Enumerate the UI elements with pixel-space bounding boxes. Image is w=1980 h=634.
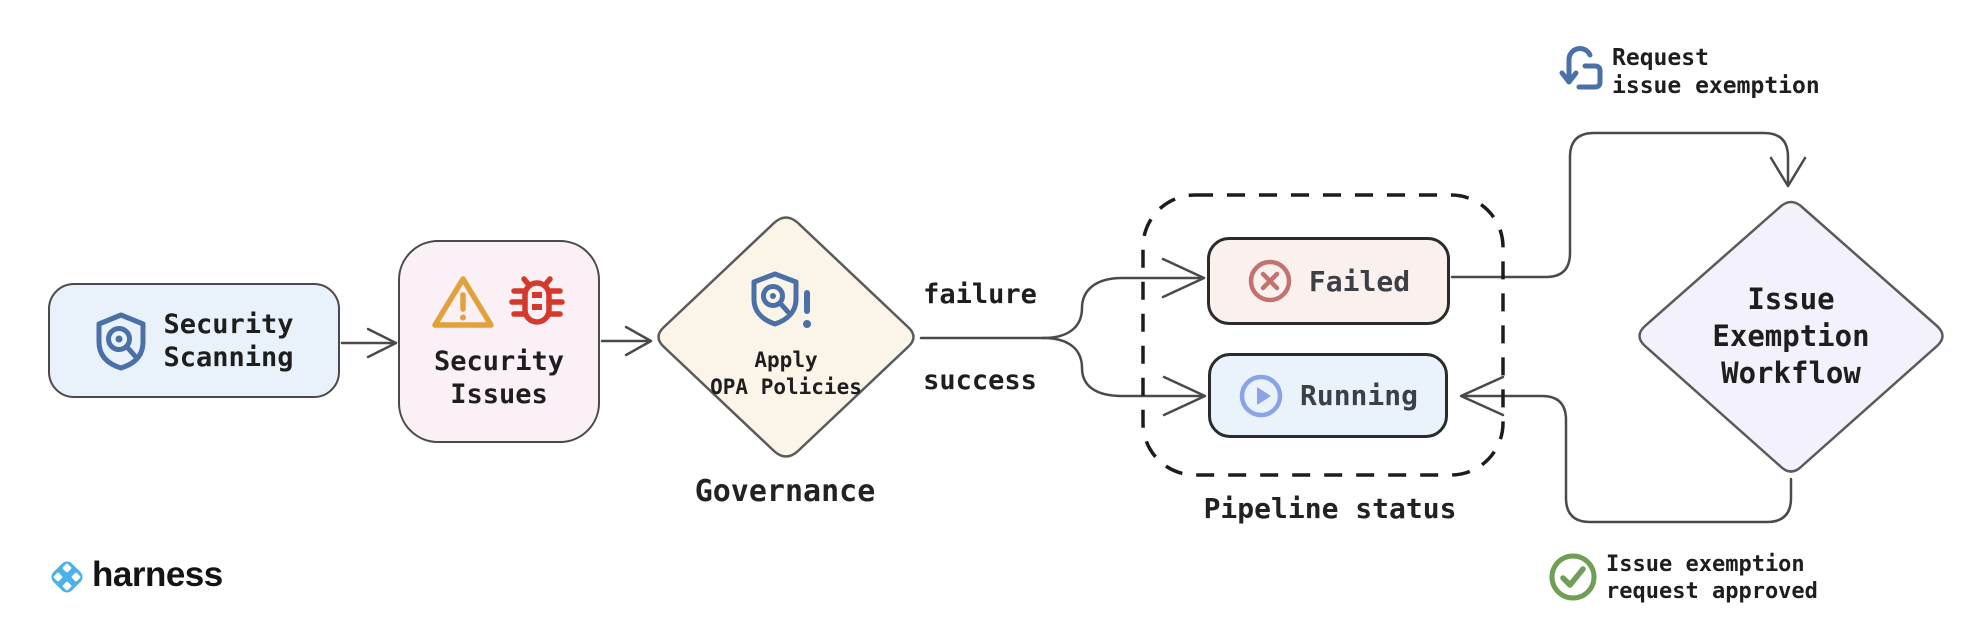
edge-label-success: success — [923, 365, 1037, 396]
edge-failure-branch — [1041, 276, 1202, 340]
annotation-line: Issue exemption — [1606, 552, 1805, 577]
request-exemption-annotation: Request issue exemption — [1612, 44, 1820, 100]
issues-icon-row — [430, 273, 568, 331]
arrowhead-icon — [1459, 375, 1505, 417]
node-label: Issue — [1747, 281, 1835, 316]
annotation-line: Request — [1612, 45, 1709, 71]
harness-logo-icon — [51, 561, 83, 593]
circle-check-icon — [1549, 553, 1597, 601]
arrowhead-icon — [1162, 375, 1207, 417]
opa-diamond-shape — [657, 216, 915, 458]
annotation-line: issue exemption — [1612, 73, 1820, 99]
edge-label-failure: failure — [923, 279, 1037, 310]
exemption-approved-annotation: Issue exemption request approved — [1606, 551, 1818, 605]
shield-search-alert-icon — [751, 271, 811, 328]
annotation-line: request approved — [1606, 579, 1818, 604]
circle-play-icon — [1239, 374, 1283, 417]
node-label: Workflow — [1721, 355, 1861, 390]
node-label: OPA Policies — [710, 374, 862, 399]
node-label: Issues — [450, 378, 548, 410]
bug-icon — [509, 275, 565, 325]
node-label: Exemption — [1712, 318, 1870, 353]
edge-success-branch — [1041, 336, 1203, 398]
governance-caption: Governance — [694, 474, 876, 509]
node-security-scanning: Security Scanning — [48, 283, 340, 398]
node-security-issues: Security Issues — [398, 240, 600, 443]
arrowhead-icon — [624, 325, 653, 357]
pipeline-status-group-border — [1141, 193, 1505, 477]
arrowhead-icon — [366, 327, 398, 359]
node-apply-opa-policies: Apply OPA Policies — [656, 228, 916, 443]
edge-failed-to-exemption — [1450, 131, 1790, 279]
circle-x-icon — [1248, 259, 1292, 303]
node-running: Running — [1208, 353, 1448, 438]
node-label: Failed — [1308, 264, 1411, 298]
shield-search-icon — [96, 312, 146, 370]
exemption-diamond-shape — [1638, 200, 1944, 473]
brand-name: harness — [92, 555, 223, 594]
node-label: Security — [163, 308, 294, 340]
node-label: Running — [1299, 379, 1418, 412]
arrowhead-icon — [1161, 257, 1206, 299]
warning-triangle-icon — [432, 275, 494, 328]
node-label: Security — [433, 345, 565, 377]
edge-exemption-to-running — [1462, 394, 1793, 524]
node-label: Scanning — [163, 341, 294, 373]
arrowhead-icon — [1769, 156, 1807, 188]
node-label: Apply — [754, 347, 818, 372]
node-issue-exemption-workflow: Issue Exemption Workflow — [1640, 230, 1942, 442]
node-failed: Failed — [1207, 237, 1450, 325]
hand-tap-icon — [1559, 46, 1603, 90]
pipeline-status-caption: Pipeline status — [1203, 492, 1457, 525]
